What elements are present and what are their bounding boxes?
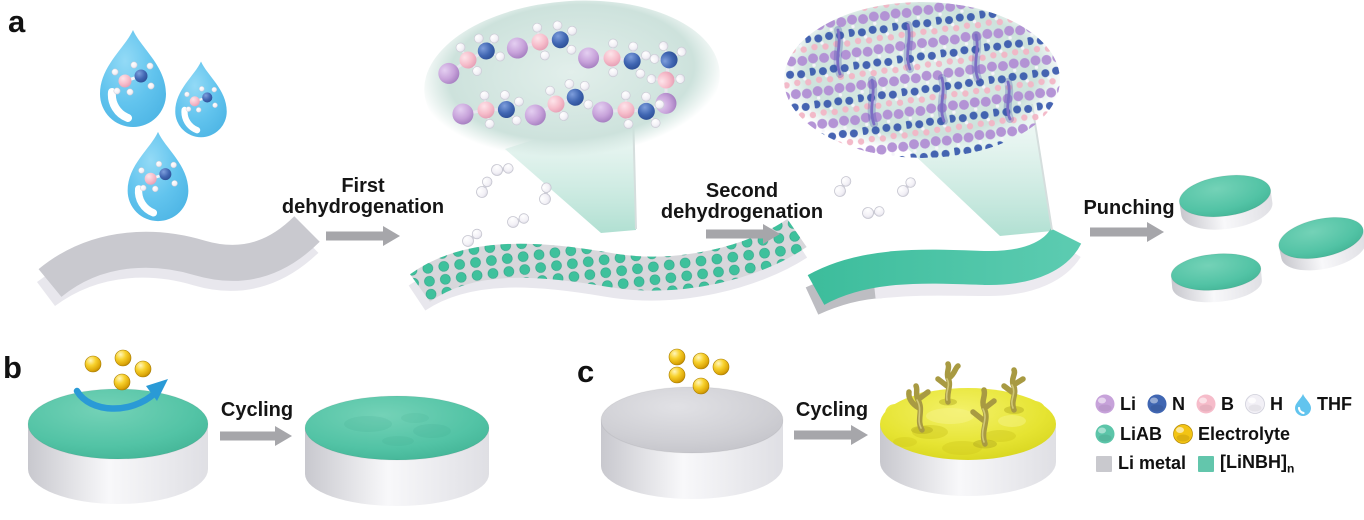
bounce-arc-icon — [73, 379, 168, 412]
cycling-label-c: Cycling — [795, 399, 869, 421]
li-label: Li — [1120, 393, 1136, 414]
thf-droplet-icon — [1295, 394, 1311, 416]
thf-droplet — [128, 132, 189, 221]
thf-droplet — [100, 30, 166, 127]
coated-disc-before-cycling — [27, 388, 209, 504]
electrolyte-balls-b — [84, 349, 152, 391]
b-label: B — [1221, 393, 1234, 414]
h-label: H — [1270, 393, 1283, 414]
li-dendrites — [906, 361, 1026, 449]
degraded-disc-after-cycling — [880, 361, 1056, 496]
second-step-line1: Second — [705, 180, 779, 202]
legend-item-h: H — [1244, 393, 1283, 415]
n-sphere-icon — [1147, 394, 1167, 414]
linbh-label: [LiNBH]n — [1220, 452, 1295, 476]
electrolyte-label: Electrolyte — [1198, 423, 1291, 444]
first-dehydrogenation-label: First dehydrogenation — [281, 175, 445, 219]
first-dehydrogenation-arrow — [326, 226, 400, 246]
panel-label-a: a — [8, 4, 26, 39]
b-sphere-icon — [1196, 394, 1216, 414]
punched-disc — [1178, 174, 1273, 230]
legend-row-atoms: Li N B H — [1094, 392, 1364, 416]
punched-disc — [1278, 216, 1364, 271]
panel-label-c: c — [577, 354, 595, 389]
legend-row-phases: Li metal [LiNBH]n — [1094, 452, 1364, 476]
legend-item-electrolyte: Electrolyte — [1172, 423, 1290, 445]
second-step-line2: dehydrogenation — [660, 201, 824, 224]
coated-disc-after-cycling — [304, 395, 490, 506]
linbh-swatch-icon — [1198, 455, 1215, 472]
li-sphere-icon — [1095, 394, 1115, 414]
second-dehydrogenation-arrow — [706, 224, 780, 244]
punched-electrode-discs — [1170, 174, 1364, 303]
linbh-polymer-bubble — [784, 2, 1060, 158]
bare-li-disc — [600, 386, 784, 499]
hydrogen-gas-second — [828, 173, 920, 227]
legend-row-materials: LiAB Electrolyte — [1094, 423, 1364, 445]
cycling-arrow-c — [794, 425, 868, 445]
first-step-line1: First — [341, 175, 385, 197]
legend-item-linbh: [LiNBH]n — [1196, 452, 1294, 476]
li-metal-label: Li metal — [1118, 453, 1187, 474]
second-dehydrogenation-label: Second dehydrogenation — [660, 180, 824, 224]
thf-droplet — [175, 62, 226, 138]
first-step-line2: dehydrogenation — [281, 196, 445, 219]
legend-item-liab: LiAB — [1094, 423, 1162, 445]
legend-item-li-metal: Li metal — [1094, 453, 1186, 474]
thf-droplets — [100, 30, 227, 221]
thf-label: THF — [1317, 393, 1352, 414]
legend-item-b: B — [1195, 393, 1234, 415]
legend-item-n: N — [1146, 393, 1185, 415]
cycling-label-b: Cycling — [220, 399, 294, 421]
liab-sphere-icon — [1095, 424, 1115, 444]
cycling-arrow-b — [220, 426, 292, 446]
liab-label: LiAB — [1120, 423, 1162, 444]
li-metal-sheet — [37, 215, 320, 307]
liab-monolayer-sheet — [408, 218, 808, 311]
legend-item-li: Li — [1094, 393, 1136, 415]
li-metal-swatch-icon — [1096, 455, 1112, 472]
linbh-coated-sheet — [805, 227, 1082, 315]
electrolyte-sphere-icon — [1173, 424, 1193, 444]
punched-disc — [1170, 253, 1262, 303]
n-label: N — [1172, 393, 1185, 414]
process-arrows — [220, 222, 1164, 446]
punching-arrow — [1090, 222, 1164, 242]
punching-label: Punching — [1083, 197, 1175, 219]
panel-label-b: b — [3, 350, 22, 385]
legend-item-thf: THF — [1293, 392, 1352, 416]
h-sphere-icon — [1245, 394, 1265, 414]
electrolyte-balls-c — [668, 348, 730, 395]
legend: Li N B H — [1094, 392, 1364, 476]
crosslink-chains — [836, 23, 1012, 126]
